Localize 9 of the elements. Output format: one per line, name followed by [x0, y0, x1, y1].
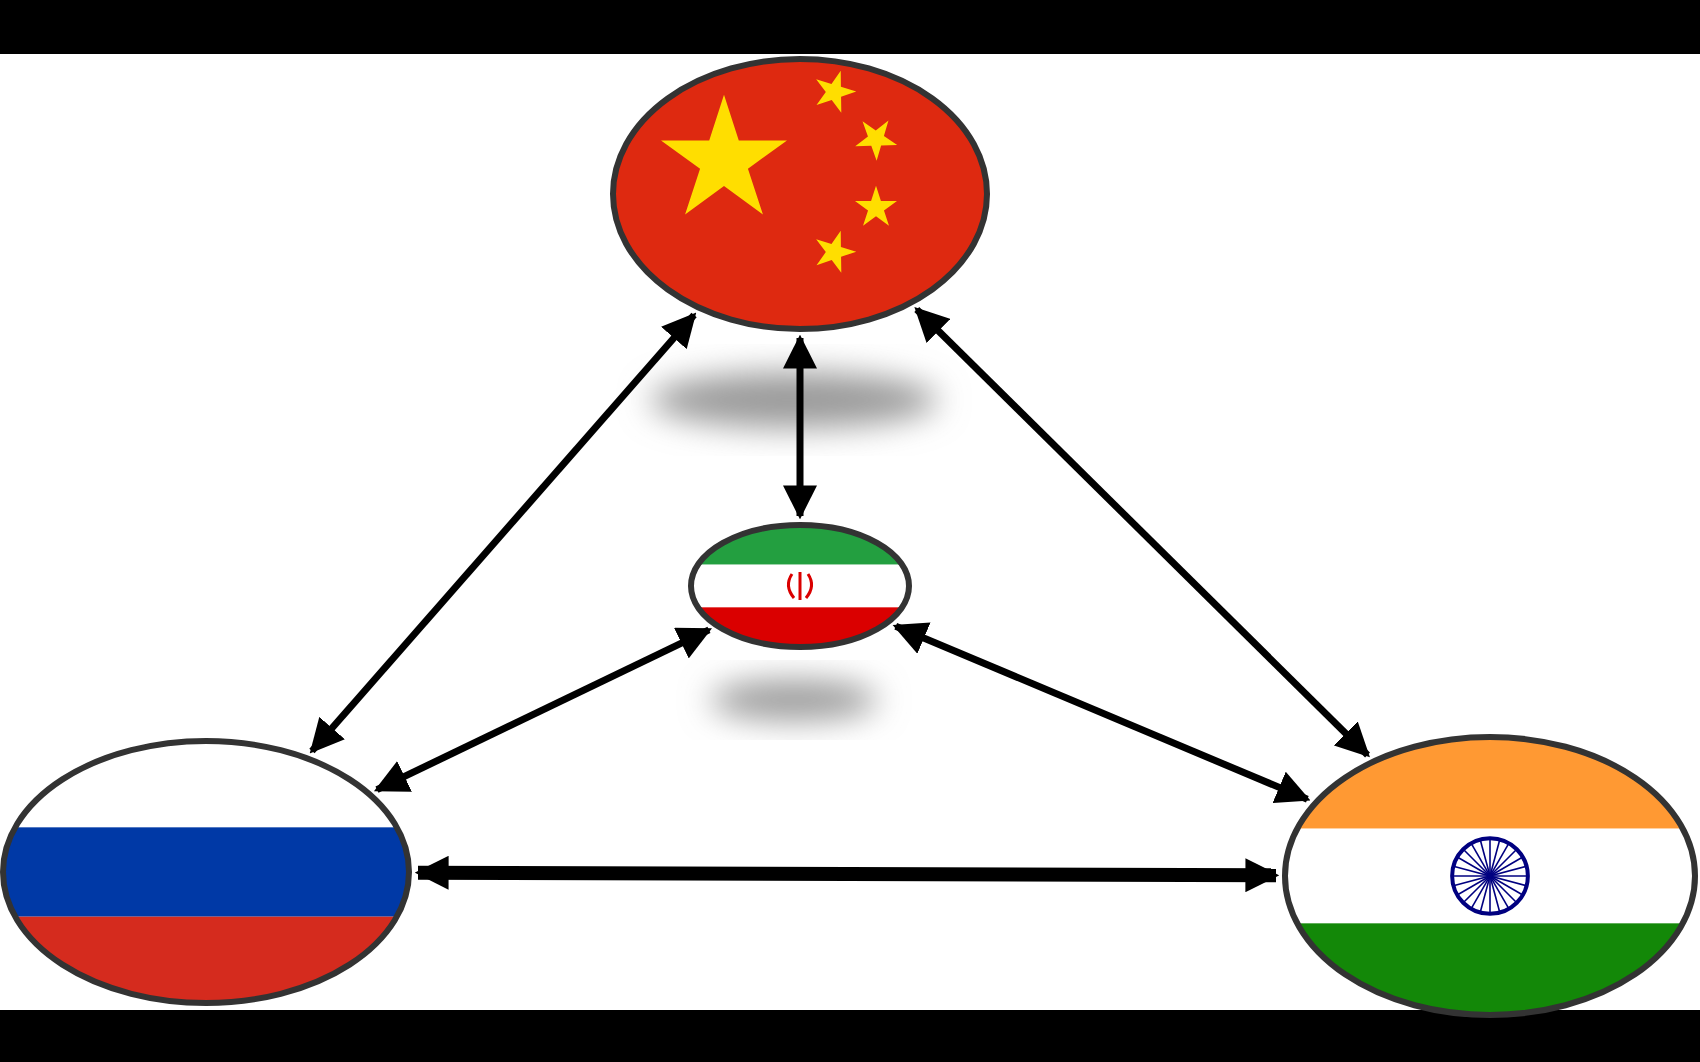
double-arrow: [783, 334, 817, 520]
double-arrow: [309, 312, 697, 754]
flag-drawing: [688, 522, 912, 650]
double-arrow: [373, 626, 712, 793]
flag-drawing: [1282, 734, 1698, 1018]
double-arrow: [414, 855, 1280, 893]
flag-drawing: [0, 738, 412, 1006]
double-arrow: [892, 622, 1311, 804]
double-arrow: [914, 306, 1370, 758]
